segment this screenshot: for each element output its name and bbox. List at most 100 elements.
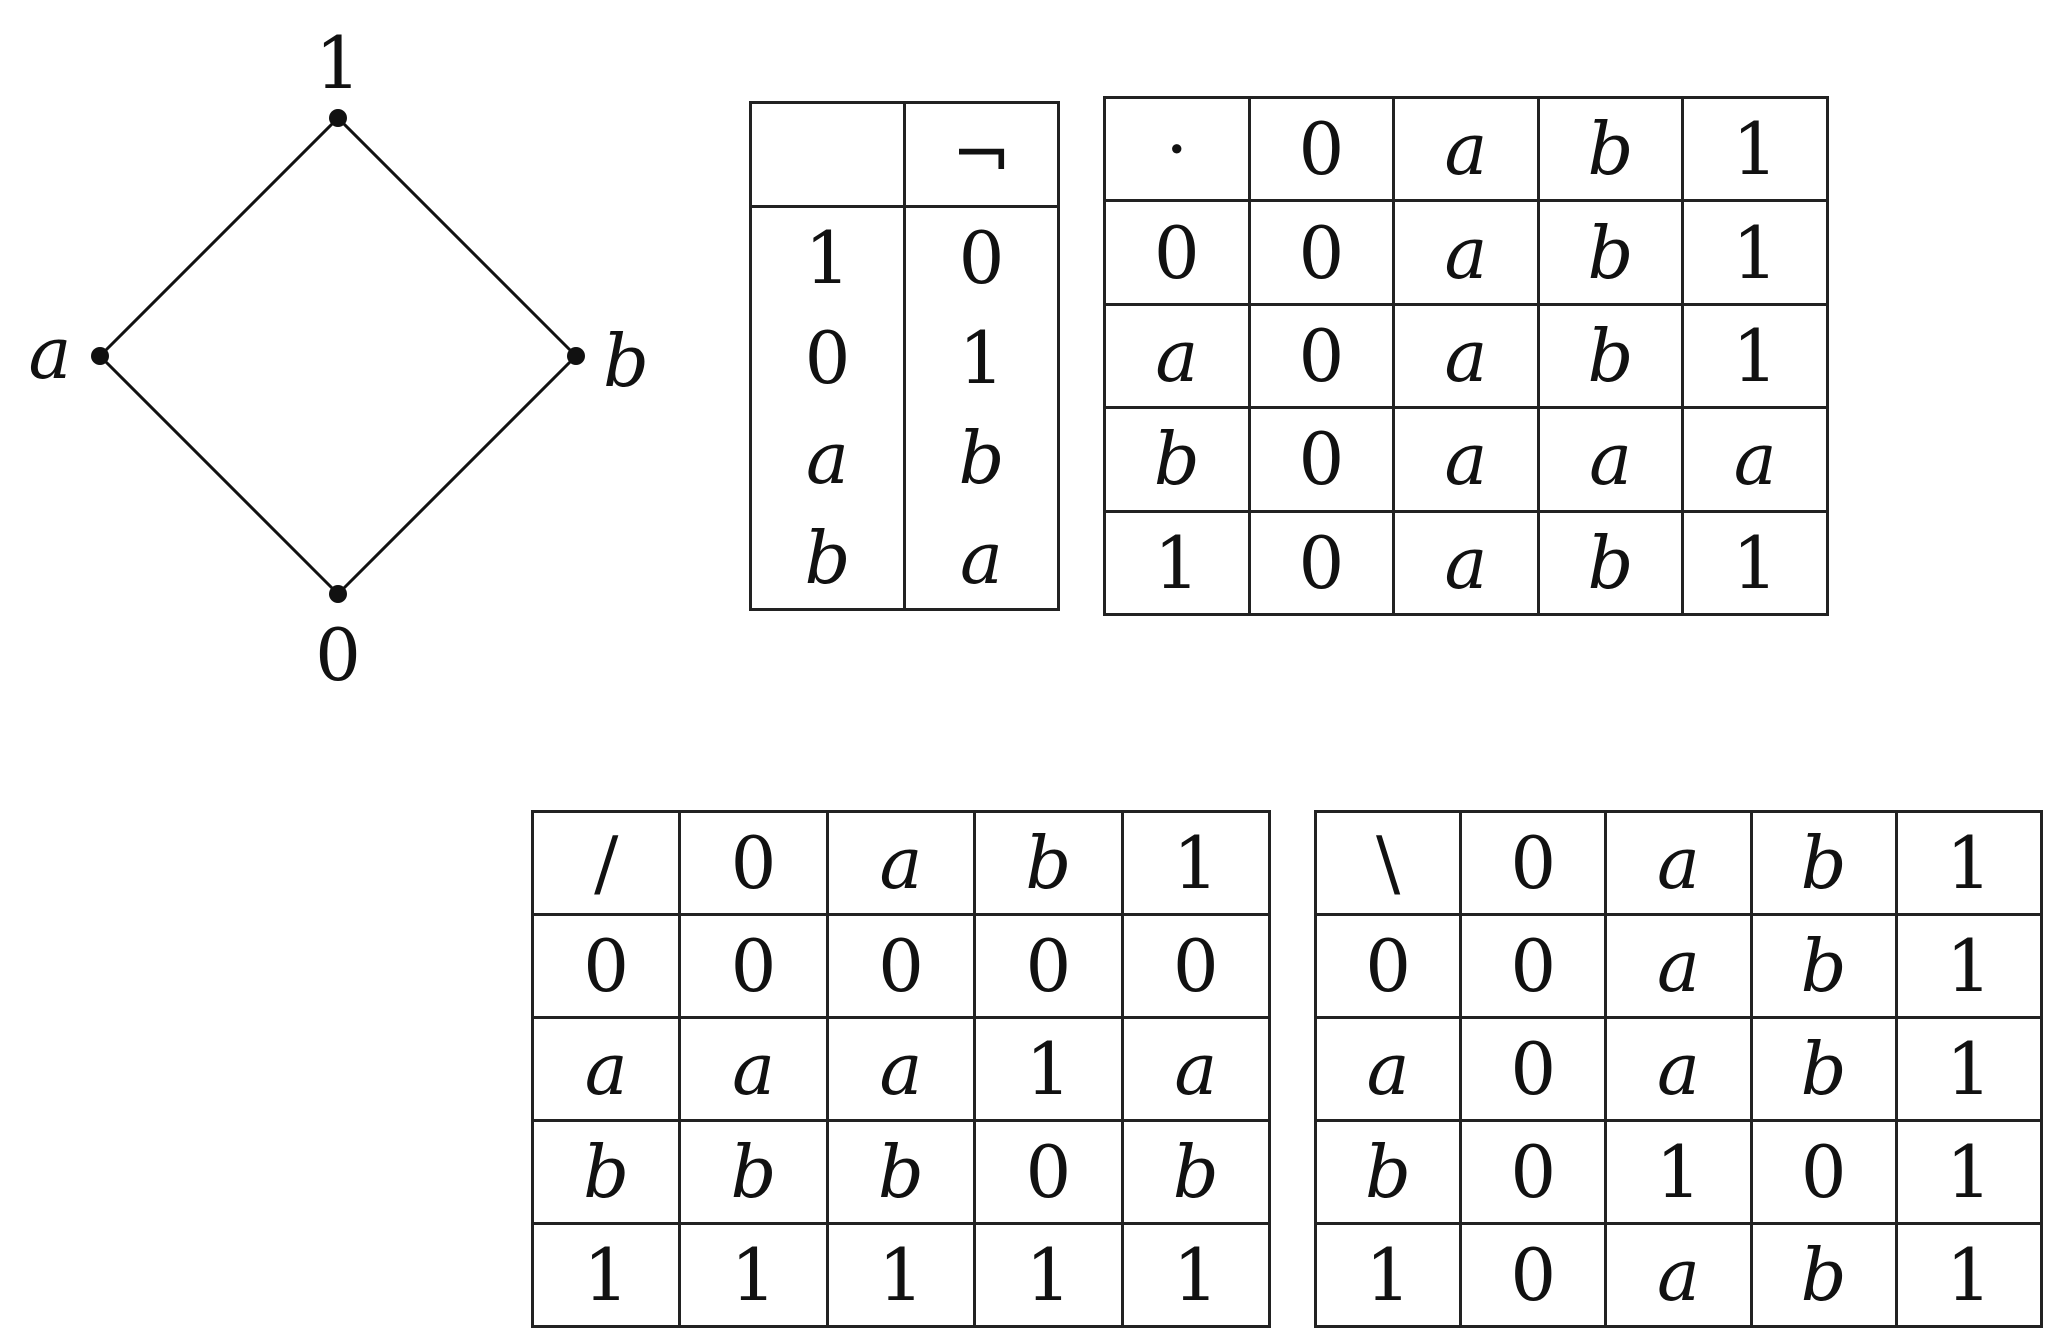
value-cell: a — [1604, 1222, 1753, 1328]
value-cell: b — [1120, 1119, 1272, 1225]
node-bottom — [329, 585, 347, 603]
value-cell: 1 — [1120, 1222, 1272, 1328]
value-cell: 1 — [1681, 509, 1829, 617]
value-cell: a — [1392, 302, 1540, 410]
value-cell: b — [903, 407, 1060, 508]
label-left: a — [29, 311, 72, 395]
row-header-cell: a — [1313, 1016, 1463, 1122]
row-header-cell: 0 — [1313, 913, 1463, 1019]
row-header-cell: a — [1103, 302, 1251, 410]
value-cell: 0 — [1459, 913, 1608, 1019]
value-cell: 0 — [678, 913, 829, 1019]
row-header-cell: b — [530, 1119, 682, 1225]
value-cell: a — [825, 1016, 977, 1122]
lattice-nodes — [91, 109, 585, 603]
row-header-cell: 1 — [1103, 509, 1251, 617]
row-header-cell: b — [1103, 406, 1251, 513]
value-cell: 1 — [1604, 1119, 1753, 1225]
value-cell: 0 — [825, 913, 977, 1019]
value-cell: 0 — [1247, 302, 1396, 410]
node-top — [329, 109, 347, 127]
row-header-cell: 0 — [1103, 199, 1251, 306]
value-cell: 0 — [1247, 199, 1396, 306]
operator-cell: \ — [1313, 810, 1463, 916]
header-row: ¬ — [749, 101, 1060, 208]
header-cell: 0 — [1459, 810, 1608, 916]
row-header-cell: a — [530, 1016, 682, 1122]
value-cell: 0 — [1247, 406, 1396, 513]
value-cell: b — [678, 1119, 829, 1225]
node-right — [567, 347, 585, 365]
value-cell: 0 — [973, 1119, 1124, 1225]
header-cell: a — [1604, 810, 1753, 916]
header-cell: b — [1749, 810, 1898, 916]
label-bottom: 0 — [315, 613, 361, 697]
value-cell: 0 — [1120, 913, 1272, 1019]
node-left — [91, 347, 109, 365]
value-cell: 1 — [825, 1222, 977, 1328]
value-cell: 1 — [903, 308, 1060, 408]
header-cell: a — [825, 810, 977, 916]
value-cell: 1 — [1894, 913, 2044, 1019]
value-cell: 0 — [1247, 509, 1396, 617]
value-cell: 1 — [678, 1222, 829, 1328]
edge-top-right — [336, 116, 578, 358]
header-cell: 0 — [678, 810, 829, 916]
header-cell: 0 — [1247, 95, 1396, 203]
header-cell: ¬ — [903, 101, 1060, 208]
operator-cell: / — [530, 810, 682, 916]
label-top: 1 — [315, 21, 361, 105]
edge-left-bottom — [98, 354, 340, 596]
row-header-cell: 1 — [749, 204, 906, 309]
operator-cell: · — [1103, 95, 1251, 203]
header-cell: 1 — [1894, 810, 2044, 916]
value-cell: a — [1392, 509, 1540, 617]
hasse-diagram: 1 a b 0 — [29, 21, 650, 697]
value-cell: 0 — [1459, 1119, 1608, 1225]
value-cell: a — [1392, 199, 1540, 306]
row-header-cell: 1 — [1313, 1222, 1463, 1328]
header-cell: a — [1392, 95, 1540, 203]
header-cell: b — [1536, 95, 1685, 203]
row-header-cell: b — [749, 507, 906, 611]
value-cell: 1 — [1894, 1016, 2044, 1122]
row-header-cell: b — [1313, 1119, 1463, 1225]
edge-right-bottom — [336, 354, 578, 596]
value-cell: b — [1749, 1222, 1898, 1328]
value-cell: 1 — [973, 1016, 1124, 1122]
lattice-edges — [98, 116, 578, 596]
value-cell: a — [1681, 406, 1829, 513]
value-cell: 0 — [1459, 1016, 1608, 1122]
value-cell: a — [1536, 406, 1685, 513]
value-cell: b — [1749, 913, 1898, 1019]
value-cell: a — [1604, 1016, 1753, 1122]
value-cell: 0 — [1459, 1222, 1608, 1328]
value-cell: a — [1120, 1016, 1272, 1122]
value-cell: b — [1536, 509, 1685, 617]
label-right: b — [603, 319, 649, 403]
value-cell: 0 — [903, 204, 1060, 309]
value-cell: a — [1604, 913, 1753, 1019]
row-header-cell: 0 — [749, 308, 906, 408]
